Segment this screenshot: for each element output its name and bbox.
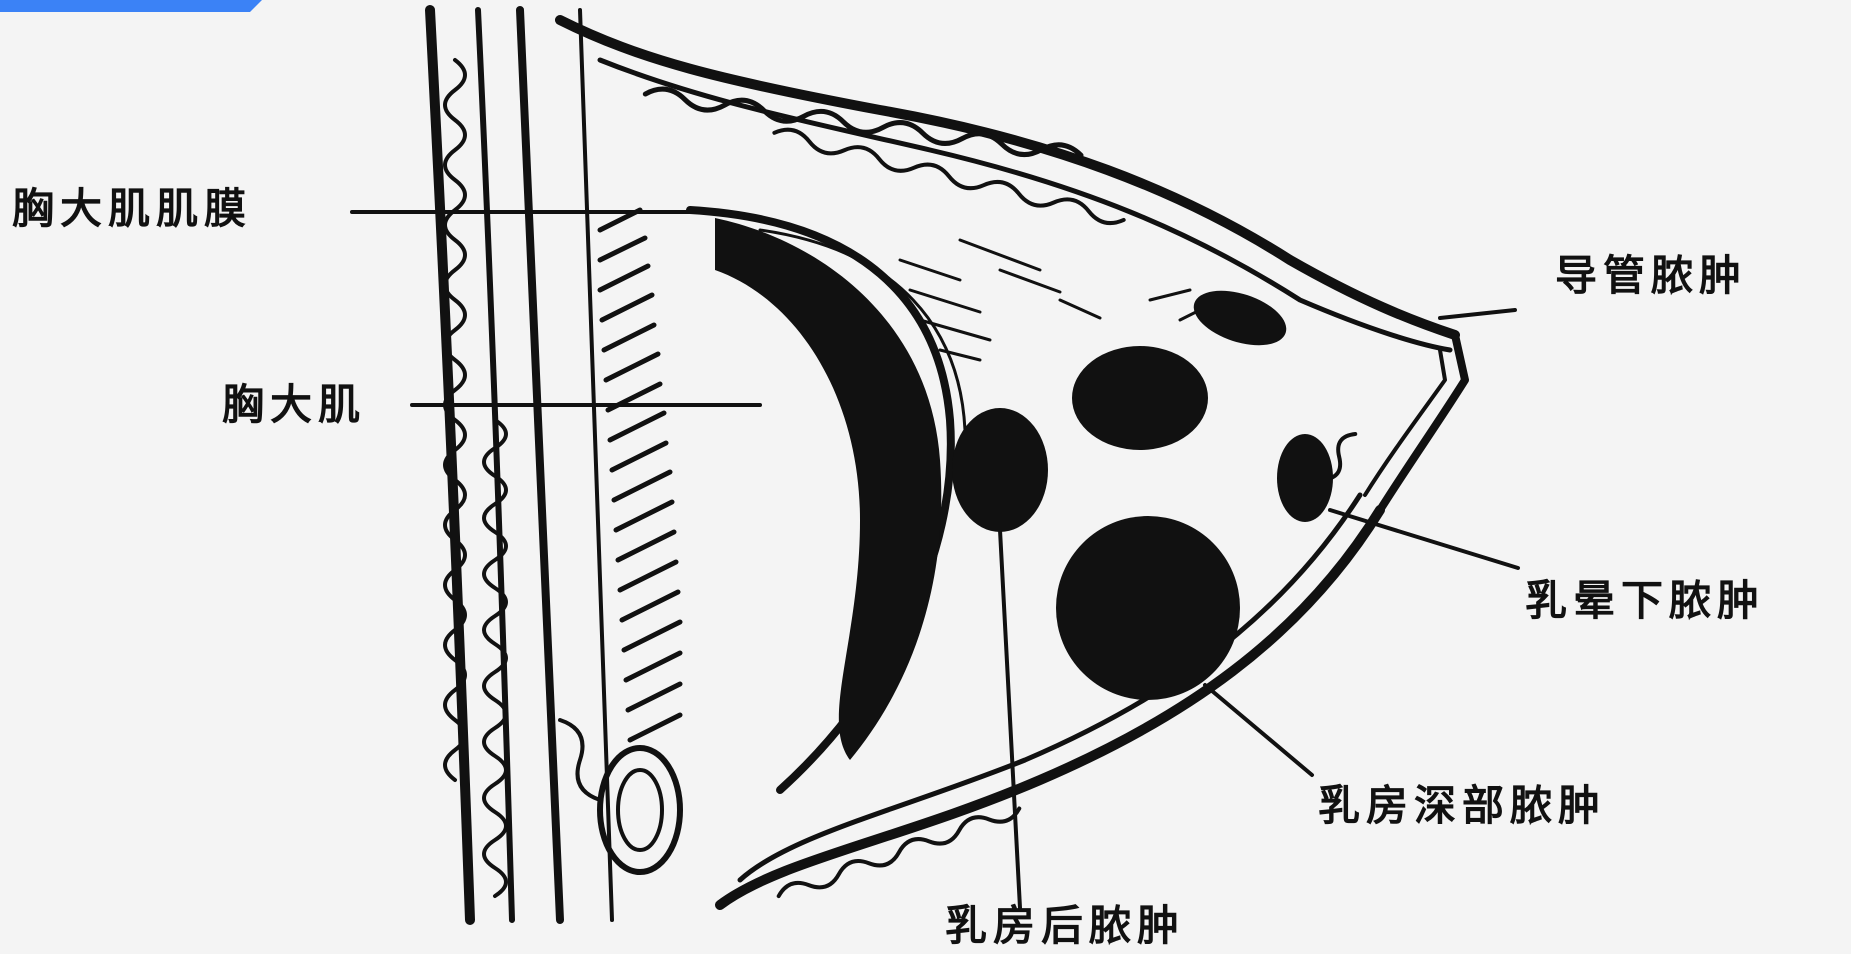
label-retromammary-abscess: 乳房后脓肿 [945, 905, 1185, 947]
leader-deep [1205, 685, 1312, 775]
label-duct-abscess: 导管脓肿 [1555, 255, 1747, 297]
deep-abscess [1056, 516, 1240, 700]
leader-retro [1000, 530, 1020, 908]
retromammary-abscess [952, 408, 1048, 532]
label-pectoralis-major: 胸大肌 [222, 384, 366, 426]
chest-wall [430, 10, 680, 920]
label-subareolar-abscess: 乳晕下脓肿 [1525, 580, 1765, 622]
duct-abscess-small [1187, 280, 1293, 355]
leader-duct [1440, 310, 1515, 318]
accent-bar [0, 0, 262, 12]
duct-abscess [1072, 346, 1208, 450]
subareolar-abscess [1277, 434, 1333, 522]
label-pectoral-fascia: 胸大肌肌膜 [12, 188, 252, 230]
label-deep-abscess: 乳房深部脓肿 [1318, 785, 1606, 827]
